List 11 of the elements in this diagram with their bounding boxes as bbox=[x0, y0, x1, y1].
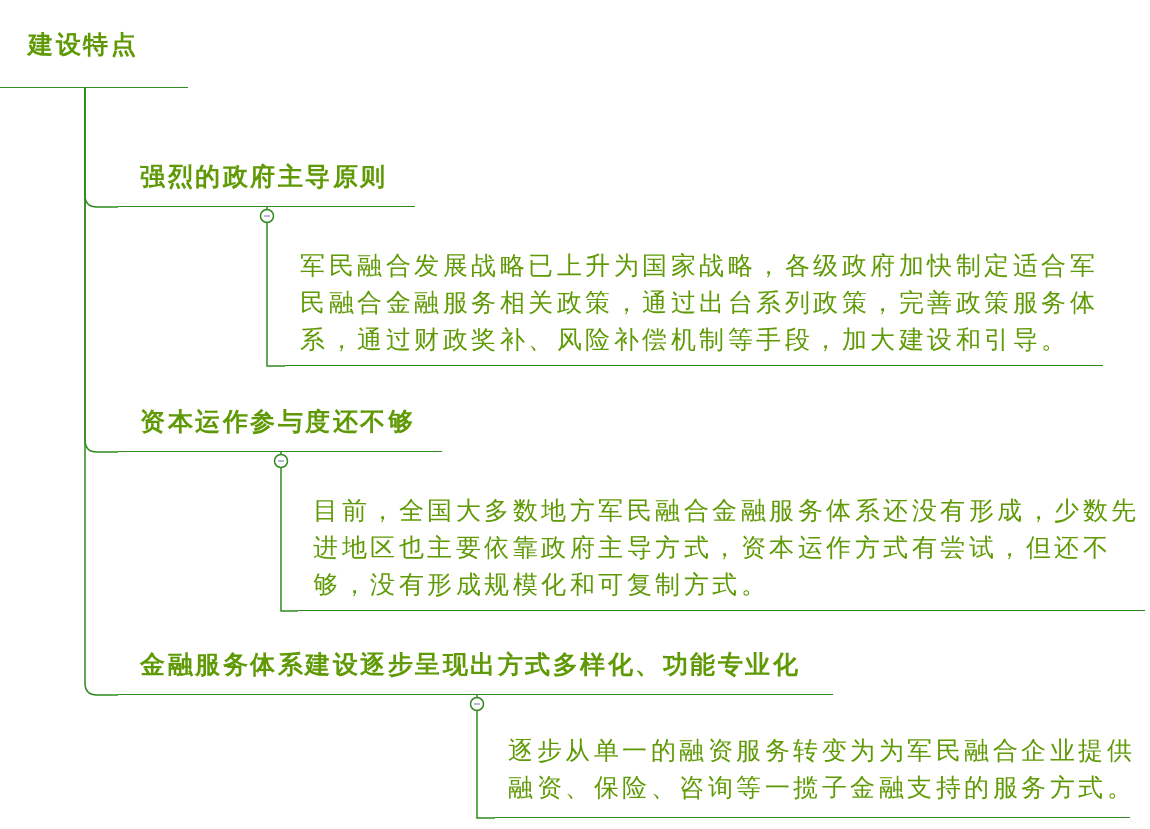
topic-label: 资本运作参与度还不够 bbox=[140, 406, 415, 438]
connector-line bbox=[469, 694, 496, 819]
topic-label: 金融服务体系建设逐步呈现出方式多样化、功能专业化 bbox=[140, 649, 800, 681]
connector-line bbox=[259, 206, 286, 367]
topic-label: 强烈的政府主导原则 bbox=[140, 161, 388, 193]
topic-text: 目前，全国大多数地方军民融合金融服务体系还没有形成，少数先进地区也主要依靠政府主导方式，资本运作方式有尝试，但还不够，没有形成规模化和可复制方式。 bbox=[313, 495, 1141, 601]
topic-text: 逐步从单一的融资服务转变为为军民融合企业提供融资、保险、咨询等一揽子金融支持的服务方式。 bbox=[508, 735, 1136, 804]
connector-line bbox=[84, 87, 119, 696]
topic-label: 建设特点 bbox=[28, 29, 138, 61]
connector-line bbox=[273, 451, 299, 612]
topic-text: 军民融合发展战略已上升为国家战略，各级政府加快制定适合军民融合金融服务相关政策，通过出台系列政策，完善政策服务体系，通过财政奖补、风险补偿机制等手段，加大建设和引导。 bbox=[300, 250, 1099, 356]
